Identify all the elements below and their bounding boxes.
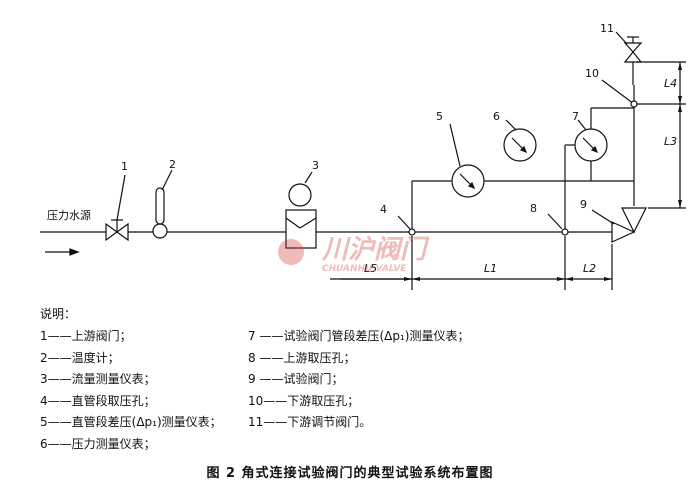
- legend-item: 5——直管段差压(Δp₁)测量仪表；: [40, 415, 222, 429]
- legend-item: 1——上游阀门；: [40, 329, 132, 343]
- legend-right-column: 7 ——试验阀门管段差压(Δp₁)测量仪表； 8 ——上游取压孔； 9 ——试验…: [248, 326, 469, 434]
- dim-l3: L3: [664, 135, 677, 148]
- label-10: 10: [585, 67, 599, 80]
- legend-item: 6——压力测量仪表；: [40, 436, 156, 451]
- dim-l4: L4: [664, 77, 677, 90]
- label-3: 3: [312, 159, 319, 172]
- downstream-tap-icon: [630, 100, 638, 108]
- pressure-gauge-icon: [503, 128, 537, 162]
- label-8: 8: [530, 202, 537, 215]
- test-system-diagram: 川沪阀门 CHUANHU VALVE 压力水源 1 2 3 4 5 6 7 8 …: [40, 22, 686, 290]
- label-9: 9: [580, 198, 587, 211]
- legend-item: 7 ——试验阀门管段差压(Δp₁)测量仪表；: [248, 329, 470, 343]
- svg-text:川沪阀门: 川沪阀门: [321, 235, 430, 265]
- legend-item: 8 ——上游取压孔；: [248, 350, 356, 365]
- valve-dp-gauge-icon: [574, 128, 608, 162]
- legend-item: 4——直管段取压孔；: [40, 393, 156, 408]
- figure-caption: 图 2 角式连接试验阀门的典型试验系统布置图: [206, 466, 494, 481]
- downstream-control-valve-icon: [623, 36, 643, 63]
- legend-item: 9 ——试验阀门；: [248, 372, 344, 386]
- upstream-tap-icon: [561, 228, 569, 236]
- label-2: 2: [169, 158, 176, 171]
- dim-l5: L5: [364, 262, 377, 275]
- source-label: 压力水源: [47, 208, 91, 222]
- legend-item: 10——下游取压孔；: [248, 393, 360, 408]
- straight-pipe-dp-gauge-icon: [451, 164, 485, 198]
- dim-l1: L1: [484, 262, 497, 275]
- label-7: 7: [572, 110, 579, 123]
- dim-l2: L2: [583, 262, 596, 275]
- thermometer-icon: [152, 187, 168, 239]
- label-11: 11: [600, 22, 614, 35]
- legend-item: 3——流量测量仪表；: [40, 372, 156, 386]
- label-1: 1: [121, 160, 128, 173]
- straight-pipe-tap-icon: [408, 228, 416, 236]
- label-4: 4: [380, 203, 387, 216]
- upstream-valve-icon: [105, 219, 129, 242]
- flow-meter-icon: [285, 183, 317, 249]
- svg-text:CHUANHU VALVE: CHUANHU VALVE: [322, 264, 407, 274]
- angle-test-valve-icon: [611, 207, 647, 243]
- watermark-logo: 川沪阀门 CHUANHU VALVE: [278, 235, 430, 274]
- label-5: 5: [436, 110, 443, 123]
- label-6: 6: [493, 110, 500, 123]
- legend-item: 2——温度计；: [40, 350, 120, 365]
- legend-item: 11——下游调节阀门。: [248, 415, 372, 429]
- legend-left-column: 1——上游阀门； 2——温度计； 3——流量测量仪表； 4——直管段取压孔； 5…: [40, 326, 222, 455]
- legend-title: 说明：: [40, 307, 77, 321]
